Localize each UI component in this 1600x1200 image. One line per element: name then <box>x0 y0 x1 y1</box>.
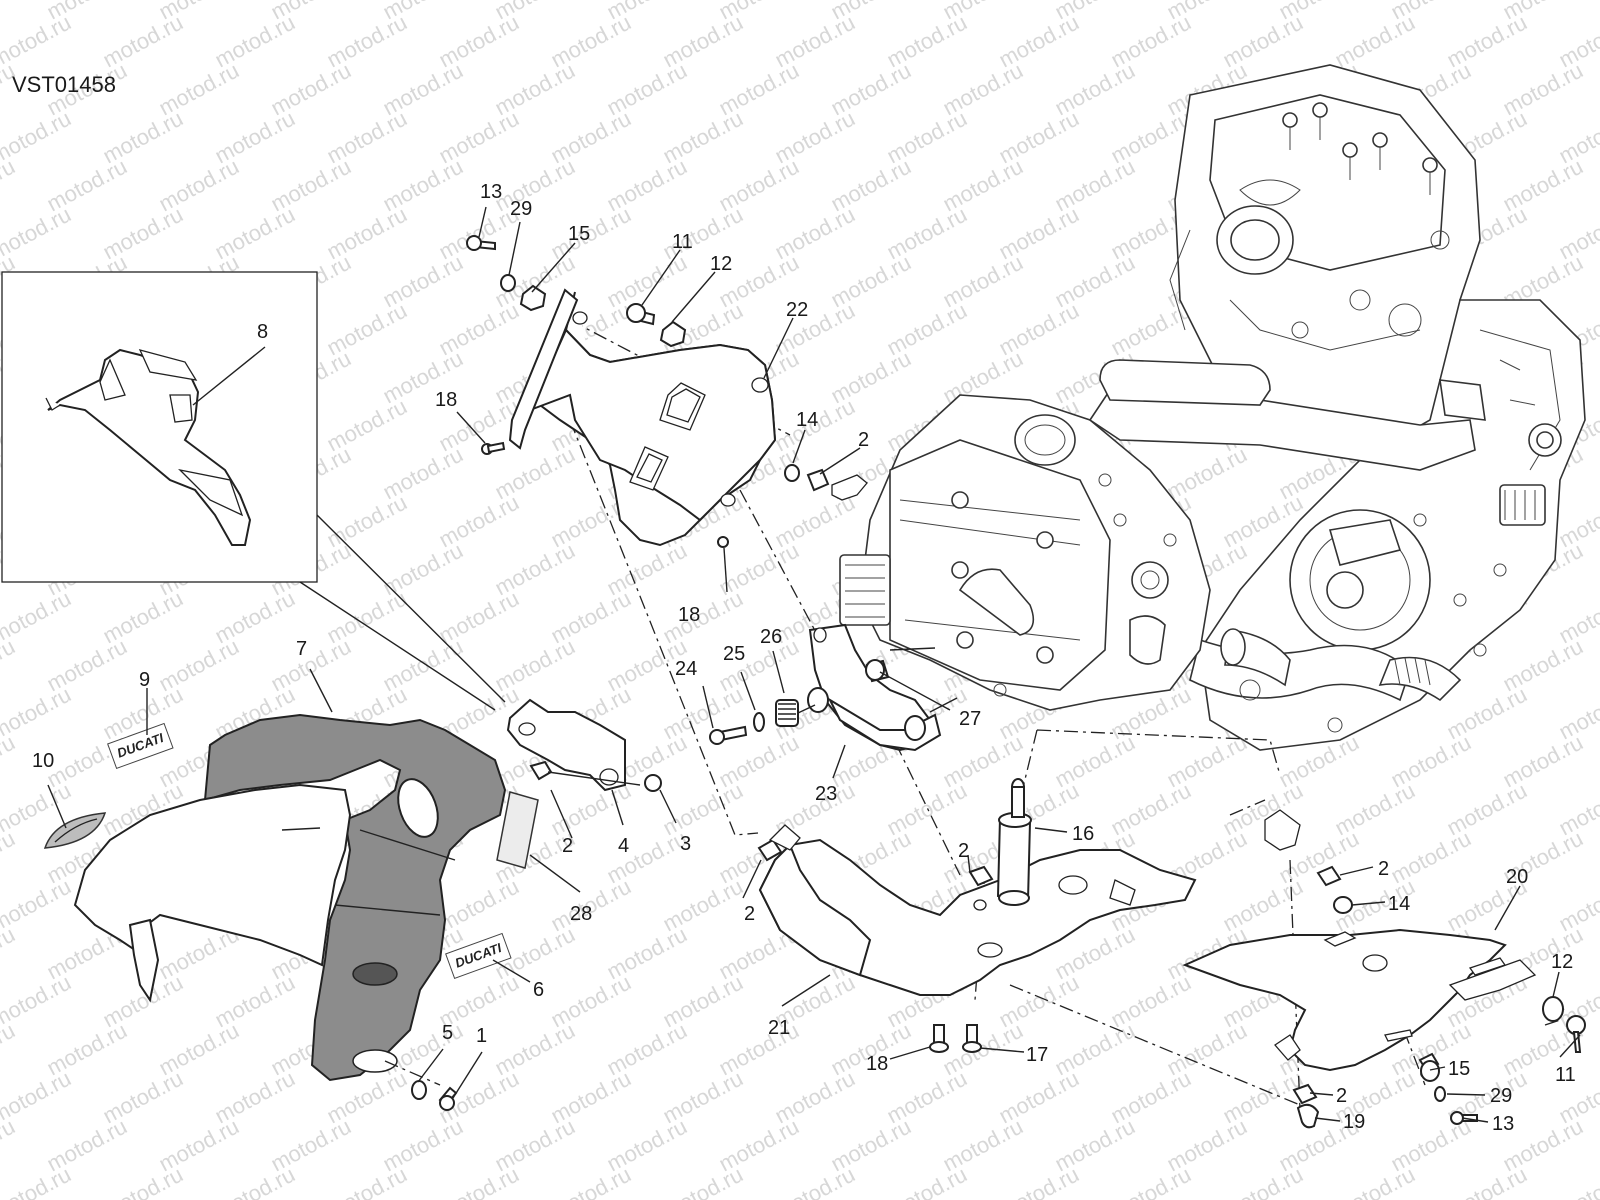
watermark-text-413: motod.ru <box>1443 1162 1531 1200</box>
watermark-text-403: motod.ru <box>323 1162 411 1200</box>
callout-2-spacer: 2 <box>958 840 969 862</box>
watermark-text-401: motod.ru <box>99 1162 187 1200</box>
callout-12-right: 12 <box>1551 951 1573 973</box>
decal-6: DUCATI <box>445 932 512 980</box>
callout-9: 9 <box>139 669 150 691</box>
callout-4: 4 <box>618 835 629 857</box>
watermark-text-48: motod.ru <box>0 106 75 169</box>
watermark-text-368: motod.ru <box>0 1066 75 1129</box>
callout-18-lower: 18 <box>866 1053 888 1075</box>
belly-pan-21 <box>757 824 1197 996</box>
side-panel-20 <box>508 288 777 547</box>
watermark-text-409: motod.ru <box>995 1162 1083 1200</box>
watermark-text-304: motod.ru <box>0 874 75 937</box>
callout-2-lower-right: 2 <box>1336 1085 1347 1107</box>
callout-7: 7 <box>296 638 307 660</box>
callout-17: 17 <box>1026 1044 1048 1066</box>
watermark-text-336: motod.ru <box>0 970 75 1033</box>
callout-6: 6 <box>533 979 544 1001</box>
callout-5: 5 <box>442 1022 453 1044</box>
inset-detail-box <box>1 271 506 711</box>
callout-29-right: 29 <box>1490 1085 1512 1107</box>
callout-28: 28 <box>570 903 592 925</box>
callout-1: 1 <box>476 1025 487 1047</box>
front-mudguard <box>73 713 507 1082</box>
reflector-10 <box>43 812 107 849</box>
watermark-text-405: motod.ru <box>547 1162 635 1200</box>
callout-13-right: 13 <box>1492 1113 1514 1135</box>
callout-16: 16 <box>1072 823 1094 845</box>
watermark-text-64: motod.ru <box>0 154 19 217</box>
spacer-16 <box>968 778 1032 906</box>
callout-24: 25 <box>723 643 745 665</box>
watermark-text-256: motod.ru <box>0 730 19 793</box>
diagram-code: VST01458 <box>12 72 116 97</box>
callout-3: 3 <box>680 833 691 855</box>
fasteners-23-25 <box>709 699 816 745</box>
lower-panel-19 <box>1182 928 1537 1072</box>
callout-2-pan: 2 <box>744 903 755 925</box>
callout-13-top: 13 <box>480 181 502 203</box>
watermark-text-16: motod.ru <box>0 10 75 73</box>
watermark-text-408: motod.ru <box>883 1162 971 1200</box>
callout-23: 24 <box>675 658 697 680</box>
callout-15-right: 15 <box>1448 1058 1470 1080</box>
callout-25: 26 <box>760 626 782 648</box>
watermark-text-80: motod.ru <box>0 202 75 265</box>
callout-labels: 13 29 15 11 12 22 18 14 2 18 8 7 9 10 24… <box>32 181 1576 1135</box>
callout-29-top: 29 <box>510 198 532 220</box>
sticker-28 <box>496 791 539 869</box>
callout-8: 8 <box>257 321 268 343</box>
fasteners-top <box>466 235 868 548</box>
callout-22: 23 <box>815 783 837 805</box>
bracket-4 <box>506 698 662 792</box>
watermark-text-402: motod.ru <box>211 1162 299 1200</box>
watermark-text-410: motod.ru <box>1107 1162 1195 1200</box>
callout-19: 20 <box>1506 866 1528 888</box>
callout-27: 19 <box>1343 1111 1365 1133</box>
watermark-text-407: motod.ru <box>771 1162 859 1200</box>
leader-lines <box>47 206 1581 1123</box>
watermark-text-384: motod.ru <box>0 1114 19 1177</box>
callout-11-right: 11 <box>1555 1064 1576 1086</box>
callout-12-top: 12 <box>710 253 732 275</box>
callout-26: 27 <box>959 708 981 730</box>
bracket-right <box>1264 809 1353 914</box>
callout-21: 21 <box>768 1017 790 1039</box>
watermark-text-288: motod.ru <box>0 826 19 889</box>
watermark-text-406: motod.ru <box>659 1162 747 1200</box>
callout-2-bracket: 2 <box>562 835 573 857</box>
callout-14-top: 14 <box>796 409 818 431</box>
watermark-text-224: motod.ru <box>0 634 19 697</box>
screws-17-18 <box>929 1024 982 1053</box>
watermark-text-352: motod.ru <box>0 1018 19 1081</box>
callout-18-upper-left: 18 <box>435 389 457 411</box>
bracket-22 <box>807 623 951 752</box>
callout-14-right: 14 <box>1388 893 1410 915</box>
watermark-text-412: motod.ru <box>1331 1162 1419 1200</box>
callout-20: 22 <box>786 299 808 321</box>
callout-10: 10 <box>32 750 54 772</box>
watermark-text-320: motod.ru <box>0 922 19 985</box>
fasteners-right <box>1292 996 1586 1129</box>
watermark-text-400: motod.ru <box>0 1162 75 1200</box>
callout-18-mid: 18 <box>678 604 700 626</box>
callout-15-top: 15 <box>568 223 590 245</box>
watermark-text-0: motod.ru <box>0 0 19 24</box>
engine-illustration <box>839 64 1586 751</box>
watermark-text-414: motod.ru <box>1555 1162 1600 1200</box>
watermark-text-240: motod.ru <box>0 682 75 745</box>
watermark-text-411: motod.ru <box>1219 1162 1307 1200</box>
callout-2-right: 2 <box>1378 858 1389 880</box>
watermark-text-404: motod.ru <box>435 1162 523 1200</box>
callout-2-top: 2 <box>858 429 869 451</box>
watermark-text-208: motod.ru <box>0 586 75 649</box>
callout-11-top: 11 <box>672 231 693 253</box>
